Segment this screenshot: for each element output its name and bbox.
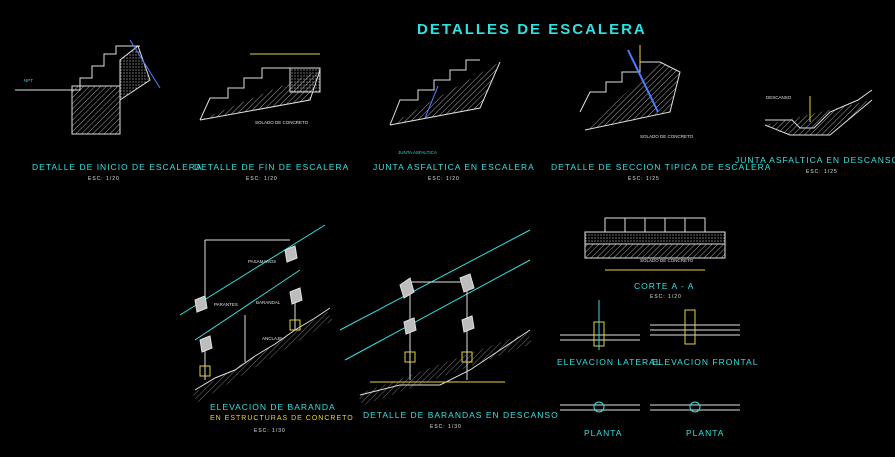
detail-junta-escalera-drawing (389, 59, 501, 126)
scale-fin-escalera: ESC: 1/20 (246, 176, 278, 182)
detail-junta-descanso-drawing (764, 89, 873, 136)
note-pasamanos: PASAMANOS (248, 259, 277, 264)
subcaption-elevacion-baranda: EN ESTRUCTURAS DE CONCRETO (210, 415, 354, 422)
detail-fin-escalera-drawing (199, 53, 321, 121)
caption-seccion-tipica: DETALLE DE SECCION TIPICA DE ESCALERA (551, 162, 772, 172)
scale-inicio-escalera: ESC: 1/20 (88, 176, 120, 182)
scale-seccion-tipica: ESC: 1/25 (628, 176, 660, 182)
note-descanso: DESCANSO (766, 95, 792, 100)
caption-corte-a-a: CORTE A - A (634, 281, 695, 291)
small-details-drawing (560, 300, 740, 413)
scale-barandas-descanso: ESC: 1/30 (430, 424, 462, 430)
elevacion-baranda-drawing (179, 224, 333, 403)
caption-planta-2: PLANTA (686, 428, 725, 438)
note-npt: NPT (24, 78, 33, 83)
caption-junta-escalera: JUNTA ASFALTICA EN ESCALERA (373, 162, 535, 172)
scale-elevacion-baranda: ESC: 1/30 (254, 428, 286, 434)
corte-a-a-drawing (584, 217, 726, 271)
scale-junta-descanso: ESC: 1/25 (806, 169, 838, 175)
sheet-title: DETALLES DE ESCALERA (417, 21, 647, 38)
detail-inicio-escalera-drawing (15, 39, 161, 135)
caption-inicio-escalera: DETALLE DE INICIO DE ESCALERA (32, 162, 203, 172)
note-solado-1: SOLADO DE CONCRETO (255, 120, 309, 125)
caption-planta-1: PLANTA (584, 428, 623, 438)
detail-seccion-tipica-drawing (579, 45, 681, 131)
note-baranda: BARANDAL (256, 300, 281, 305)
caption-fin-escalera: DETALLE DE FIN DE ESCALERA (194, 162, 350, 172)
scale-junta-escalera: ESC: 1/20 (428, 176, 460, 182)
caption-elevacion-lateral: ELEVACION LATERAL (557, 357, 662, 367)
note-parantes: PARANTES (214, 302, 238, 307)
note-solado-3: SOLADO DE CONCRETO (640, 258, 694, 263)
note-solado-2: SOLADO DE CONCRETO (640, 134, 694, 139)
caption-barandas-descanso: DETALLE DE BARANDAS EN DESCANSO (363, 410, 559, 420)
note-junta-1: JUNTA ASFALTICA (398, 150, 437, 155)
scale-corte-a-a: ESC: 1/20 (650, 294, 682, 300)
barandas-descanso-drawing (339, 229, 533, 406)
note-anclaje: ANCLAJE (262, 336, 283, 341)
caption-elevacion-baranda: ELEVACION DE BARANDA (210, 402, 336, 412)
caption-elevacion-frontal: ELEVACION FRONTAL (652, 357, 759, 367)
caption-junta-descanso: JUNTA ASFALTICA EN DESCANSO (735, 155, 895, 165)
